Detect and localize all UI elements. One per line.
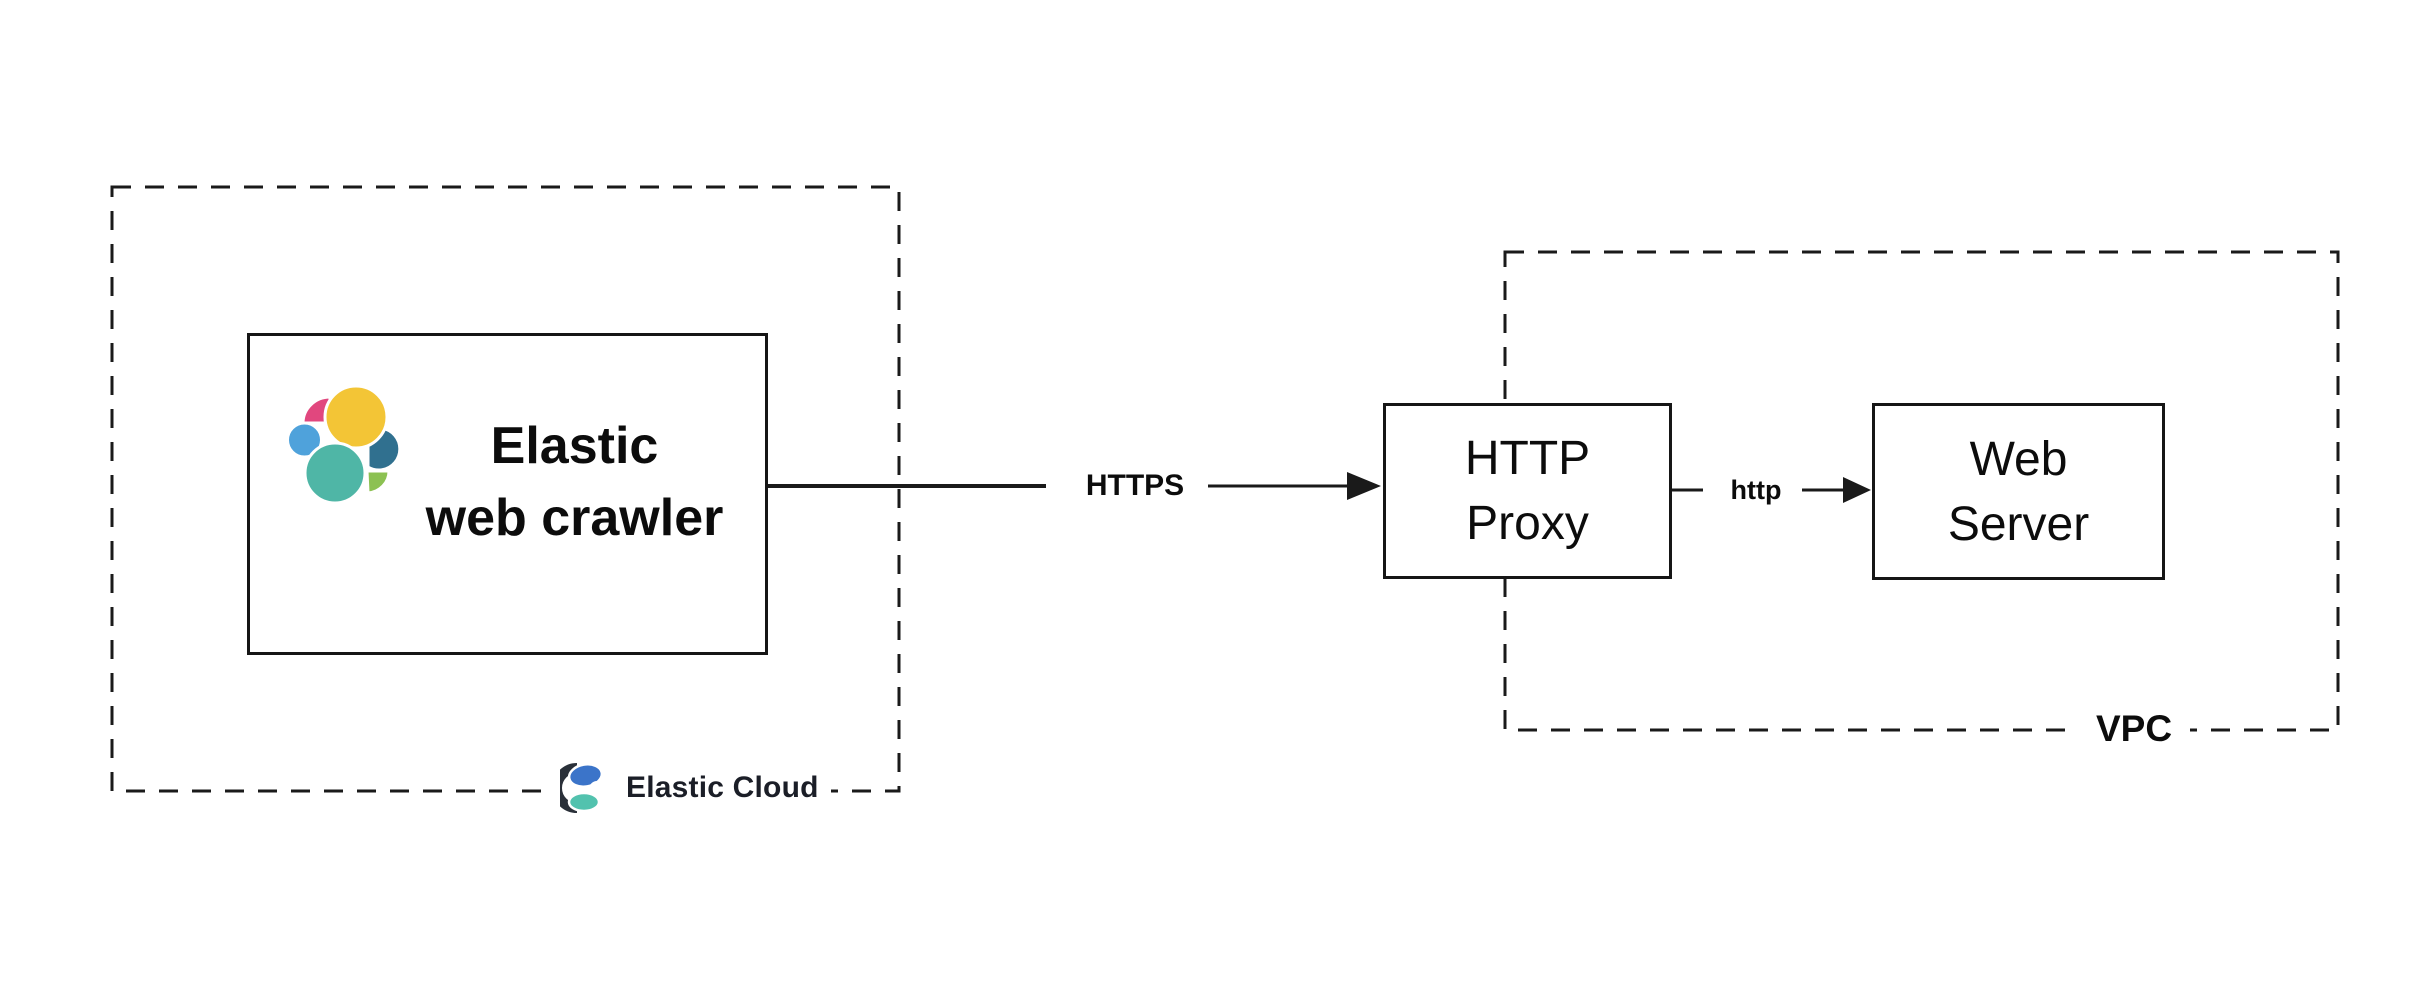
elastic-cloud-group-border	[110, 185, 901, 793]
http-proxy-label-line2: Proxy	[1466, 497, 1589, 550]
node-http-proxy: HTTP Proxy	[1383, 403, 1672, 579]
cloud-logo-notch	[589, 781, 604, 797]
https-connection-label: HTTPS	[1070, 467, 1200, 505]
http-proxy-node-label: HTTP Proxy	[1465, 426, 1590, 556]
crawler-label-line1: Elastic	[490, 417, 659, 475]
elastic-cloud-label-text: Elastic Cloud	[626, 771, 819, 804]
http-connection-label: http	[1713, 473, 1799, 507]
crawler-node-label: Elastic web crawler	[390, 410, 759, 554]
vpc-group-label: VPC	[2078, 705, 2191, 753]
https-arrowhead-icon	[1347, 472, 1381, 500]
cloud-logo-blue-shape	[567, 763, 604, 788]
elastic-logo-yellow-shape	[323, 386, 389, 450]
node-elastic-web-crawler: Elastic web crawler	[247, 333, 768, 655]
web-server-label-line1: Web	[1969, 432, 2068, 486]
elastic-logo-teal-shape	[303, 441, 367, 503]
elastic-logo-pink-shape	[301, 395, 332, 425]
elastic-logo-icon	[288, 386, 402, 503]
web-server-label-line2: Server	[1947, 497, 2090, 551]
node-web-server: Web Server	[1872, 403, 2165, 580]
elastic-cloud-group-label: Elastic Cloud	[548, 752, 831, 824]
cloud-logo-teal-shape	[567, 791, 601, 813]
elastic-logo-green-shape	[365, 469, 391, 495]
web-server-node-label: Web Server	[1948, 427, 2089, 557]
http-arrowhead-icon	[1843, 477, 1871, 503]
crawler-label-line2: web crawler	[425, 489, 724, 547]
elastic-cloud-logo-icon	[560, 763, 604, 813]
http-proxy-label-line1: HTTP	[1464, 432, 1591, 485]
